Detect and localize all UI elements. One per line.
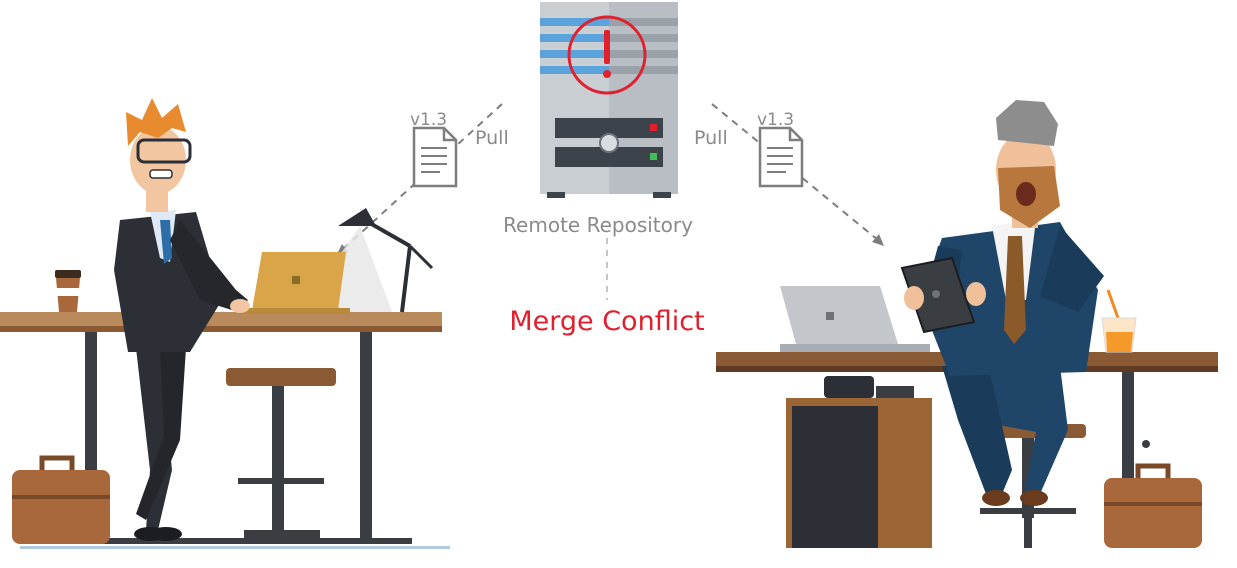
right-cabinet	[786, 376, 932, 548]
right-pull-label: Pull	[694, 127, 728, 149]
drink-cup-icon	[1101, 289, 1137, 353]
briefcase-icon	[12, 455, 110, 544]
right-version-label: v1.3	[757, 110, 794, 130]
server-label: Remote Repository	[503, 213, 693, 237]
laptop-icon	[240, 252, 350, 314]
coffee-cup-icon	[55, 270, 81, 312]
document-icon	[758, 126, 804, 188]
stool-icon	[226, 368, 336, 538]
left-floor-line	[20, 546, 450, 549]
left-developer	[114, 98, 250, 541]
briefcase-icon	[1104, 463, 1202, 548]
left-pull-label: Pull	[475, 127, 509, 149]
laptop-icon	[780, 286, 930, 352]
left-version-label: v1.3	[410, 110, 447, 130]
right-developer	[920, 100, 1104, 506]
tablet-icon	[900, 256, 986, 334]
left-desk	[0, 312, 442, 544]
document-icon	[412, 126, 458, 188]
merge-conflict-label: Merge Conflict	[509, 306, 704, 337]
alert-icon	[567, 15, 647, 95]
